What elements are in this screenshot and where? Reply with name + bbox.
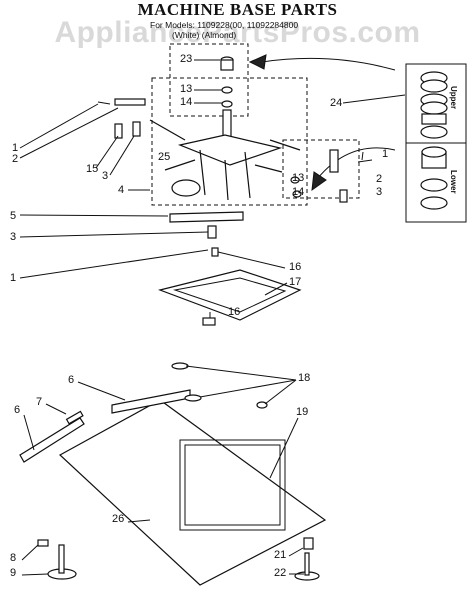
pin-part-7	[65, 410, 84, 425]
callout-3-right: 3	[376, 186, 383, 198]
model-line-2: (White) (Almond)	[172, 30, 237, 40]
arrow-upper-head	[248, 54, 267, 70]
label-upper: Upper	[449, 86, 458, 110]
callout-8: 8	[10, 552, 17, 564]
callout-2-right: 2	[376, 173, 383, 185]
callout-3-mid: 3	[10, 231, 17, 243]
left-small-parts	[97, 98, 146, 139]
model-numbers: For Models: 1109228(00, 11092284800 (Whi…	[150, 20, 298, 40]
callout-25: 25	[158, 151, 171, 163]
bracket-part-5	[169, 211, 244, 223]
group-box-top	[169, 43, 249, 117]
group-box-right	[282, 139, 360, 199]
callout-24: 24	[330, 97, 343, 109]
clip-part-18-b	[184, 394, 202, 402]
arrow-lower-head	[311, 171, 327, 192]
nut-part-21	[303, 537, 314, 550]
group-box-main	[151, 77, 308, 206]
arrow-upper	[261, 57, 396, 71]
callout-1-top: 1	[12, 142, 19, 154]
callout-16-b: 16	[228, 306, 241, 318]
callout-16-a: 16	[289, 261, 302, 273]
callout-18: 18	[298, 372, 311, 384]
callout-14-right: 14	[292, 186, 305, 198]
upper-bearings	[420, 71, 448, 139]
callout-6-left: 6	[14, 404, 21, 416]
top-stack	[220, 56, 234, 108]
foot-part-9	[47, 544, 77, 580]
bolt-part-3	[207, 225, 217, 239]
callout-23: 23	[180, 53, 193, 65]
pad-part-16	[202, 317, 216, 326]
leader-lines	[19, 59, 406, 576]
callout-2-top: 2	[12, 153, 19, 165]
callout-1-mid: 1	[10, 272, 17, 284]
frame-part-19	[58, 399, 327, 586]
callout-5: 5	[10, 210, 17, 222]
foot-part-22	[294, 552, 320, 581]
callout-7: 7	[36, 396, 43, 408]
callout-19: 19	[296, 406, 309, 418]
rail-part-6-left	[19, 417, 85, 463]
callout-13-right: 13	[292, 172, 305, 184]
pin-part-16	[211, 247, 219, 257]
plate-part-17	[157, 269, 302, 321]
callout-4: 4	[118, 184, 125, 196]
callout-3-top: 3	[102, 170, 109, 182]
clip-part-18-c	[256, 401, 268, 409]
callout-13-top: 13	[180, 83, 193, 95]
base-assembly	[149, 109, 301, 201]
callout-1-right: 1	[382, 148, 389, 160]
clip-part-18-a	[171, 362, 189, 370]
callout-26: 26	[112, 513, 125, 525]
nut-part-8	[37, 539, 49, 547]
callout-21: 21	[274, 549, 287, 561]
callout-17: 17	[289, 276, 302, 288]
callout-22: 22	[274, 567, 287, 579]
diagram-title: MACHINE BASE PARTS	[137, 0, 338, 19]
right-small-parts	[290, 149, 373, 203]
callout-14-top: 14	[180, 96, 193, 108]
callout-9: 9	[10, 567, 17, 579]
lower-bearings	[420, 146, 448, 210]
label-lower: Lower	[449, 170, 458, 194]
model-line-1: For Models: 1109228(00, 11092284800	[150, 20, 299, 30]
arrow-lower	[317, 147, 396, 179]
callout-6-upper: 6	[68, 374, 75, 386]
callout-15: 15	[86, 163, 99, 175]
